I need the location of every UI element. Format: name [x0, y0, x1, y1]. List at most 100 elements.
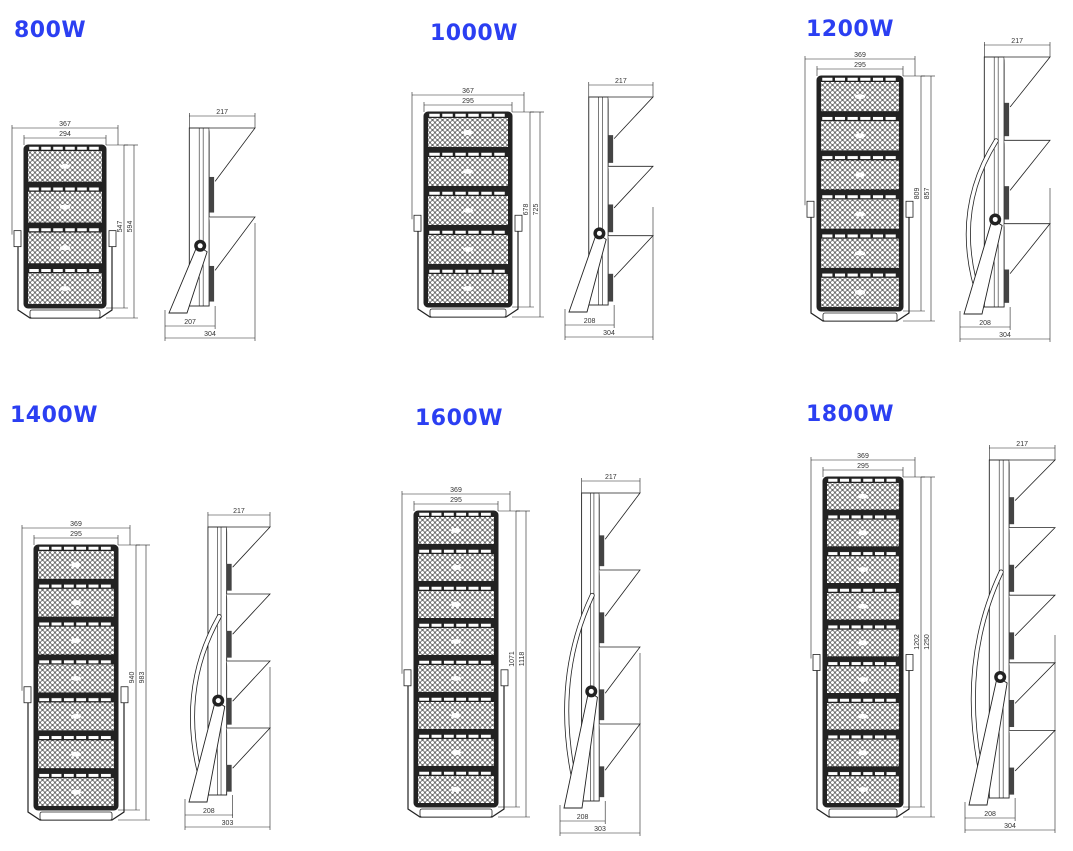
total-depth-label: 303	[222, 820, 234, 827]
inner-width-label: 295	[450, 497, 462, 504]
side-top-width-label: 217	[233, 508, 245, 515]
heat-fin	[1009, 594, 1056, 637]
driver-box	[209, 265, 215, 302]
inner-width-label: 295	[70, 531, 82, 538]
total-depth-label: 304	[603, 330, 615, 337]
heat-fin	[1009, 459, 1056, 501]
inner-height-label: 678	[523, 204, 530, 216]
driver-box	[608, 204, 614, 233]
inner-width-label: 295	[854, 62, 866, 69]
mounting-bracket	[413, 214, 523, 318]
heat-fin	[1004, 56, 1051, 108]
heat-fin	[599, 646, 641, 694]
heat-fin	[1009, 662, 1056, 704]
outer-width-label: 367	[59, 121, 71, 128]
driver-box	[608, 135, 614, 163]
driver-box	[599, 766, 605, 798]
heat-fin	[209, 127, 256, 182]
driver-box	[1009, 767, 1015, 795]
mounting-bracket	[403, 669, 509, 818]
driver-box	[599, 689, 605, 721]
heat-fin	[608, 96, 654, 139]
outer-width-label: 369	[450, 487, 462, 494]
base-width-label: 208	[577, 814, 589, 821]
outer-width-label: 367	[462, 88, 474, 95]
heat-fin	[599, 723, 641, 771]
mounting-bracket	[23, 686, 129, 821]
heat-fin	[226, 526, 271, 568]
heat-fin	[608, 235, 654, 278]
base-width-label: 208	[584, 318, 596, 325]
heat-fin	[1009, 730, 1056, 772]
inner-height-label: 809	[914, 188, 921, 200]
heat-fin	[226, 660, 271, 702]
heat-fin	[226, 593, 271, 635]
side-top-width-label: 217	[605, 474, 617, 481]
driver-box	[1009, 564, 1015, 592]
heat-fin	[1004, 139, 1051, 191]
driver-box	[599, 612, 605, 644]
driver-box	[1009, 699, 1015, 728]
base-width-label: 207	[184, 319, 196, 326]
total-depth-label: 304	[204, 331, 216, 338]
base-width-label: 208	[984, 811, 996, 818]
inner-height-label: 1202	[914, 634, 921, 650]
lamp-frame	[413, 510, 499, 808]
side-dimensions: 217 208 303	[184, 508, 271, 830]
base-width-label: 208	[979, 320, 991, 327]
outer-height-label: 857	[924, 188, 931, 200]
heat-fin	[599, 492, 641, 540]
driver-box	[1009, 497, 1015, 525]
title-1000w: 1000W	[430, 21, 518, 46]
outer-height-label: 983	[139, 672, 146, 684]
heat-fin	[608, 165, 654, 209]
side-dimensions: 217 208 304	[959, 38, 1051, 342]
total-depth-label: 303	[594, 826, 606, 833]
side-view: 217 208 303	[559, 474, 641, 836]
driver-box	[1009, 632, 1015, 660]
driver-box	[226, 697, 232, 725]
outer-width-label: 369	[70, 521, 82, 528]
title-800w: 800W	[14, 18, 87, 43]
heat-fin	[209, 216, 256, 271]
title-1800w: 1800W	[806, 402, 894, 427]
outer-height-label: 594	[127, 221, 134, 233]
total-depth-label: 304	[999, 332, 1011, 339]
outer-width-label: 369	[857, 453, 869, 460]
title-1400w: 1400W	[10, 403, 98, 428]
inner-height-label: 1071	[509, 651, 516, 667]
mounting-bracket	[806, 200, 914, 322]
mounting-bracket	[13, 230, 117, 319]
driver-box	[209, 176, 215, 213]
inner-width-label: 294	[59, 131, 71, 138]
driver-box	[1004, 186, 1010, 220]
side-dimensions: 217 208 303	[559, 474, 641, 836]
heat-fin	[599, 569, 641, 617]
lamp-frame	[23, 144, 107, 309]
driver-box	[226, 563, 232, 591]
driver-box	[226, 630, 232, 658]
side-top-width-label: 217	[1011, 38, 1023, 45]
outer-height-label: 1118	[519, 652, 526, 667]
driver-box	[226, 764, 232, 792]
base-width-label: 208	[203, 808, 215, 815]
driver-box	[1004, 102, 1010, 137]
